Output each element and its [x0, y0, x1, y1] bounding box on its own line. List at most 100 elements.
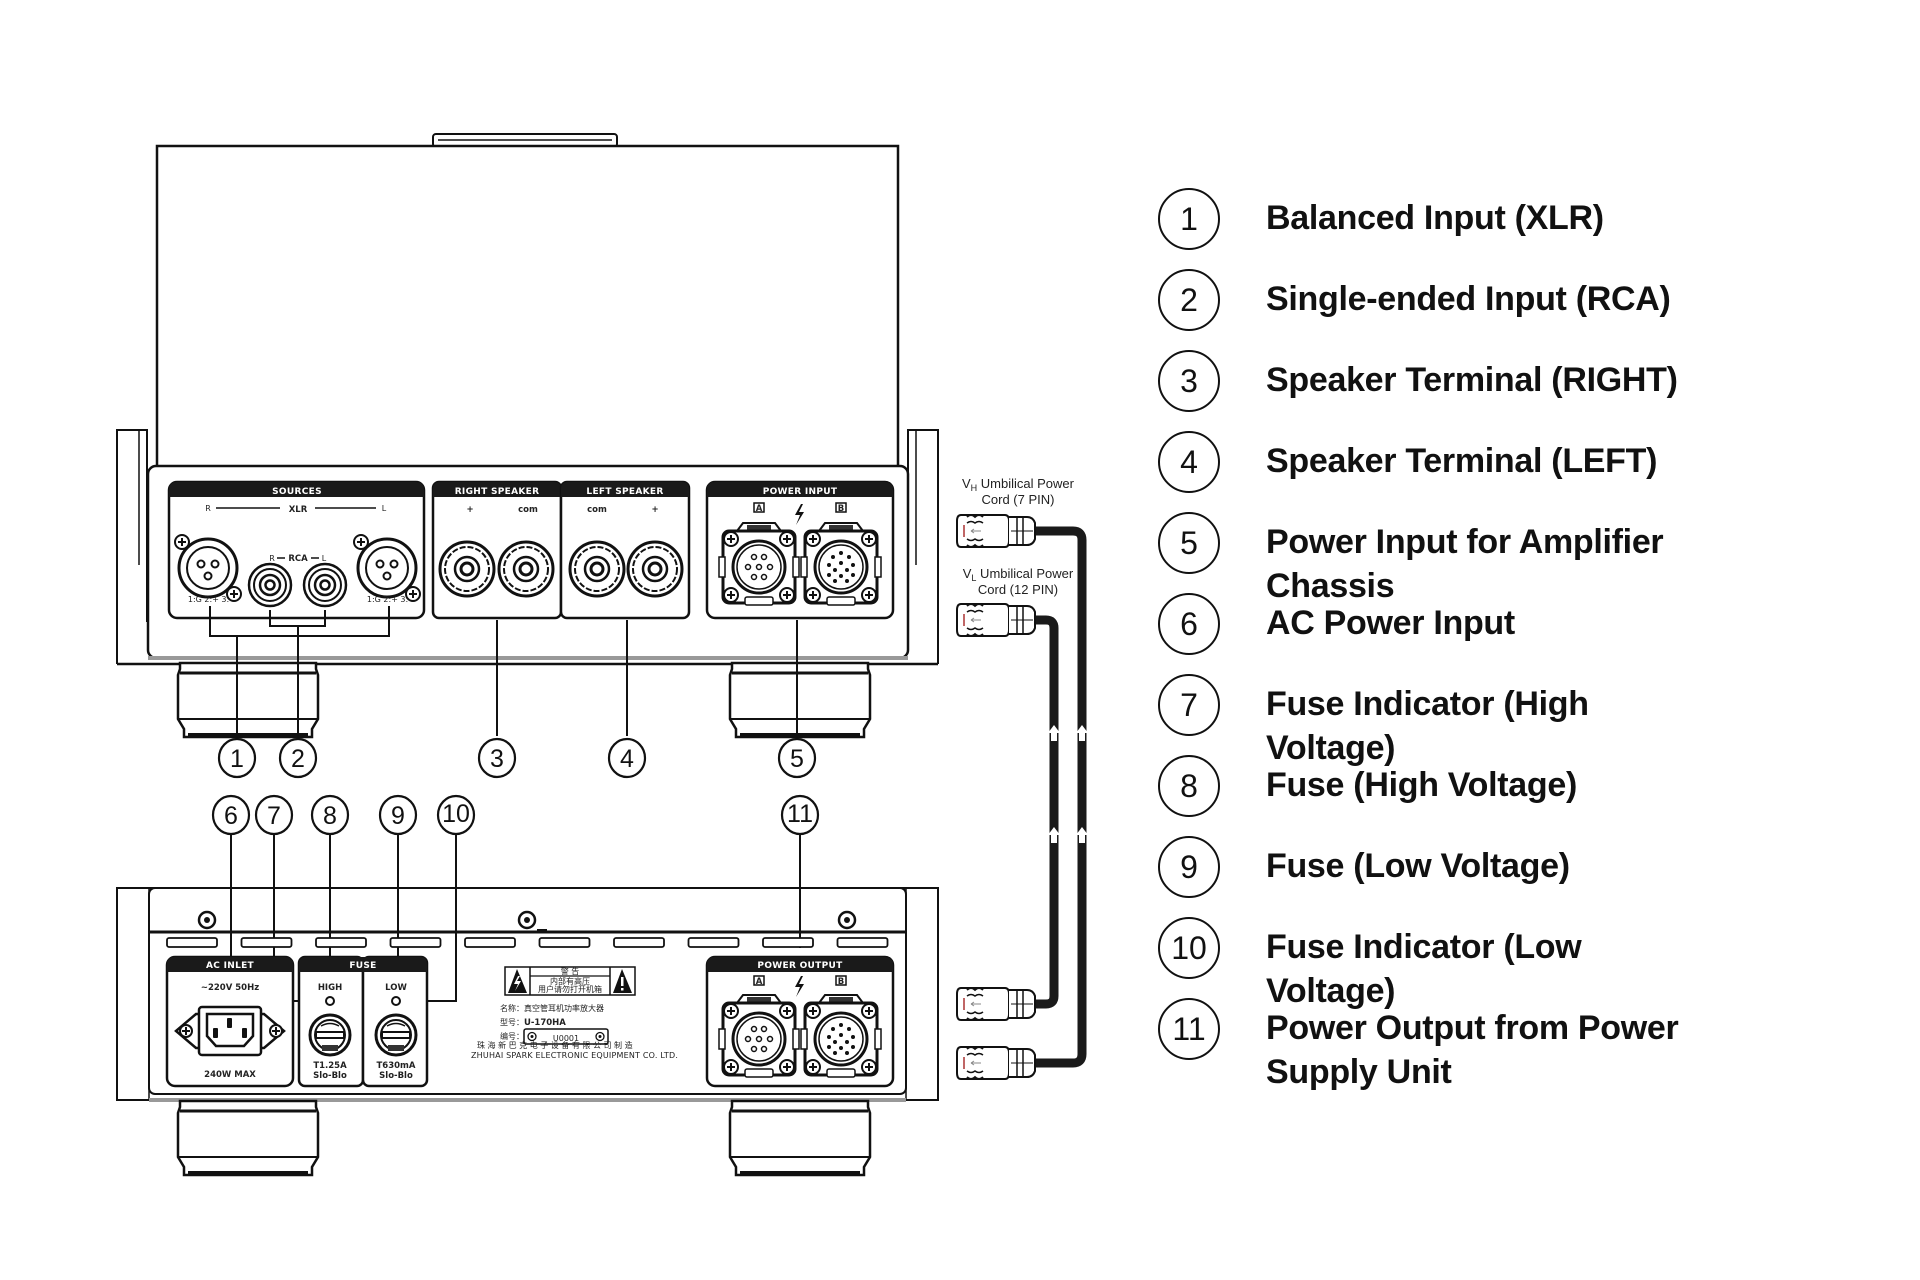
left-speaker-title: LEFT SPEAKER [586, 487, 663, 497]
left-speaker-panel: LEFT SPEAKER com + [559, 480, 691, 620]
fuse-low-indicator [391, 996, 401, 1006]
legend-label: Balanced Input (XLR) [1266, 199, 1604, 237]
vl-cord-plug-psu[interactable] [956, 987, 1036, 1021]
vh-cord-label: VH Umbilical Power [962, 476, 1075, 493]
right-speaker-com-label: com [518, 505, 538, 515]
right-speaker-title: RIGHT SPEAKER [455, 487, 540, 497]
callout-number: 11 [787, 800, 813, 828]
legend-number-badge: 3 [1158, 350, 1220, 412]
fuse-high-holder[interactable] [308, 1013, 352, 1057]
sources-title: SOURCES [272, 487, 322, 497]
rca-input-right[interactable] [247, 562, 293, 608]
callout-marker: 4 [607, 737, 647, 779]
ac-inlet-rating: ~220V 50Hz [201, 983, 259, 993]
power-output-a-label: A [756, 977, 763, 987]
right-speaker-plus-label: + [466, 505, 473, 515]
power-input-title: POWER INPUT [763, 487, 838, 497]
legend-number-badge: 7 [1158, 674, 1220, 736]
legend-label: Fuse Indicator (High Voltage) [1266, 685, 1589, 767]
iec-power-socket[interactable] [174, 1005, 286, 1057]
legend-number-badge: 2 [1158, 269, 1220, 331]
left-speaker-com-terminal[interactable] [568, 540, 626, 598]
vh-cord-plug-amp[interactable] [956, 514, 1036, 548]
legend-item: 7 Fuse Indicator (High Voltage) [1158, 674, 1716, 770]
left-speaker-plus-terminal[interactable] [626, 540, 684, 598]
callout-number: 6 [224, 802, 238, 830]
legend-number-badge: 1 [1158, 188, 1220, 250]
vl-cord-plug-amp[interactable] [956, 603, 1036, 637]
vent-slot [389, 937, 442, 948]
callout-marker: 10 [436, 794, 476, 836]
callout-circle [477, 737, 517, 779]
legend-label: Power Output from Power Supply Unit [1266, 1009, 1679, 1091]
callout-marker: 11 [780, 794, 820, 836]
vent-slot [762, 937, 814, 948]
callout-number: 9 [391, 802, 405, 830]
callout-marker: 8 [310, 794, 350, 836]
vh-cord-pins: Cord (7 PIN) [982, 492, 1055, 507]
vent-slot [538, 937, 591, 948]
power-output-panel: POWER OUTPUT A B [705, 955, 895, 1088]
callout-number: 10 [442, 800, 470, 828]
power-output-a-connector[interactable] [719, 995, 799, 1077]
warning-line2: 用户请勿打开机箱 [538, 984, 602, 994]
power-input-a-label: A [756, 504, 763, 514]
legend-item: 5 Power Input for Amplifier Chassis [1158, 512, 1716, 608]
product-name: 名称：真空管耳机功率放大器 [500, 1003, 604, 1013]
right-speaker-plus-terminal[interactable] [438, 540, 496, 598]
power-output-b-connector[interactable] [801, 995, 881, 1077]
rca-input-left[interactable] [302, 562, 348, 608]
callout-circle [278, 737, 318, 779]
legend-label: Speaker Terminal (LEFT) [1266, 442, 1658, 480]
callout-marker: 2 [278, 737, 318, 779]
legend-number-badge: 5 [1158, 512, 1220, 574]
serial-number: U0001 [553, 1034, 579, 1043]
umbilical-cords: VH Umbilical Power Cord (7 PIN) VL Umbil… [956, 476, 1088, 1080]
serial-label: 编号： [500, 1031, 524, 1041]
callout-number: 3 [490, 745, 504, 773]
legend-item: 11 Power Output from Power Supply Unit [1158, 998, 1716, 1094]
legend-number-badge: 11 [1158, 998, 1220, 1060]
legend-item: 6 AC Power Input [1158, 593, 1515, 655]
right-speaker-com-terminal[interactable] [497, 540, 555, 598]
ac-inlet-max: 240W MAX [204, 1070, 256, 1080]
power-supply-chassis: AC INLET ~220V 50Hz 240W MAX FUSE H [116, 835, 939, 1177]
power-input-b-label: B [838, 504, 844, 514]
maker-chinese: 珠 海 新 巴 克 电 子 设 备 有 限 公 司 制 造 [477, 1040, 633, 1050]
legend-number-badge: 6 [1158, 593, 1220, 655]
callout-circle [780, 794, 820, 836]
vent-slot [315, 937, 367, 948]
xlr-l-label: L [382, 504, 387, 513]
callout-marker: 1 [217, 737, 257, 779]
warning-title: 警 告 [561, 966, 580, 976]
legend-label: AC Power Input [1266, 604, 1515, 642]
fuse-high-type: Slo-Blo [313, 1071, 347, 1081]
fuse-high-indicator [325, 996, 335, 1006]
vh-cord-plug-psu[interactable] [956, 1046, 1036, 1080]
fuse-low-holder[interactable] [374, 1013, 418, 1057]
nameplate: 警 告 内部有高压 用户请勿打开机箱 名称：真空管耳机功率放大器 型号： U-1… [471, 966, 678, 1060]
power-input-b-connector[interactable] [801, 523, 881, 605]
vent-slot [240, 937, 293, 948]
legend-label: Power Input for Amplifier Chassis [1266, 523, 1664, 605]
vent-slot [464, 937, 516, 948]
legend-number-badge: 9 [1158, 836, 1220, 898]
power-input-a-connector[interactable] [719, 523, 799, 605]
callout-circle [217, 737, 257, 779]
callout-marker: 3 [477, 737, 517, 779]
rca-r-label: R [269, 554, 275, 563]
callout-circle [254, 794, 294, 836]
callout-number: 5 [790, 745, 804, 773]
fuse-low-type: Slo-Blo [379, 1071, 413, 1081]
fuse-high-label: HIGH [318, 983, 342, 993]
callout-circle [310, 794, 350, 836]
rca-l-label: L [322, 554, 327, 563]
vent-slot [166, 937, 218, 948]
callout-circle [777, 737, 817, 779]
legend-label: Speaker Terminal (RIGHT) [1266, 361, 1678, 399]
